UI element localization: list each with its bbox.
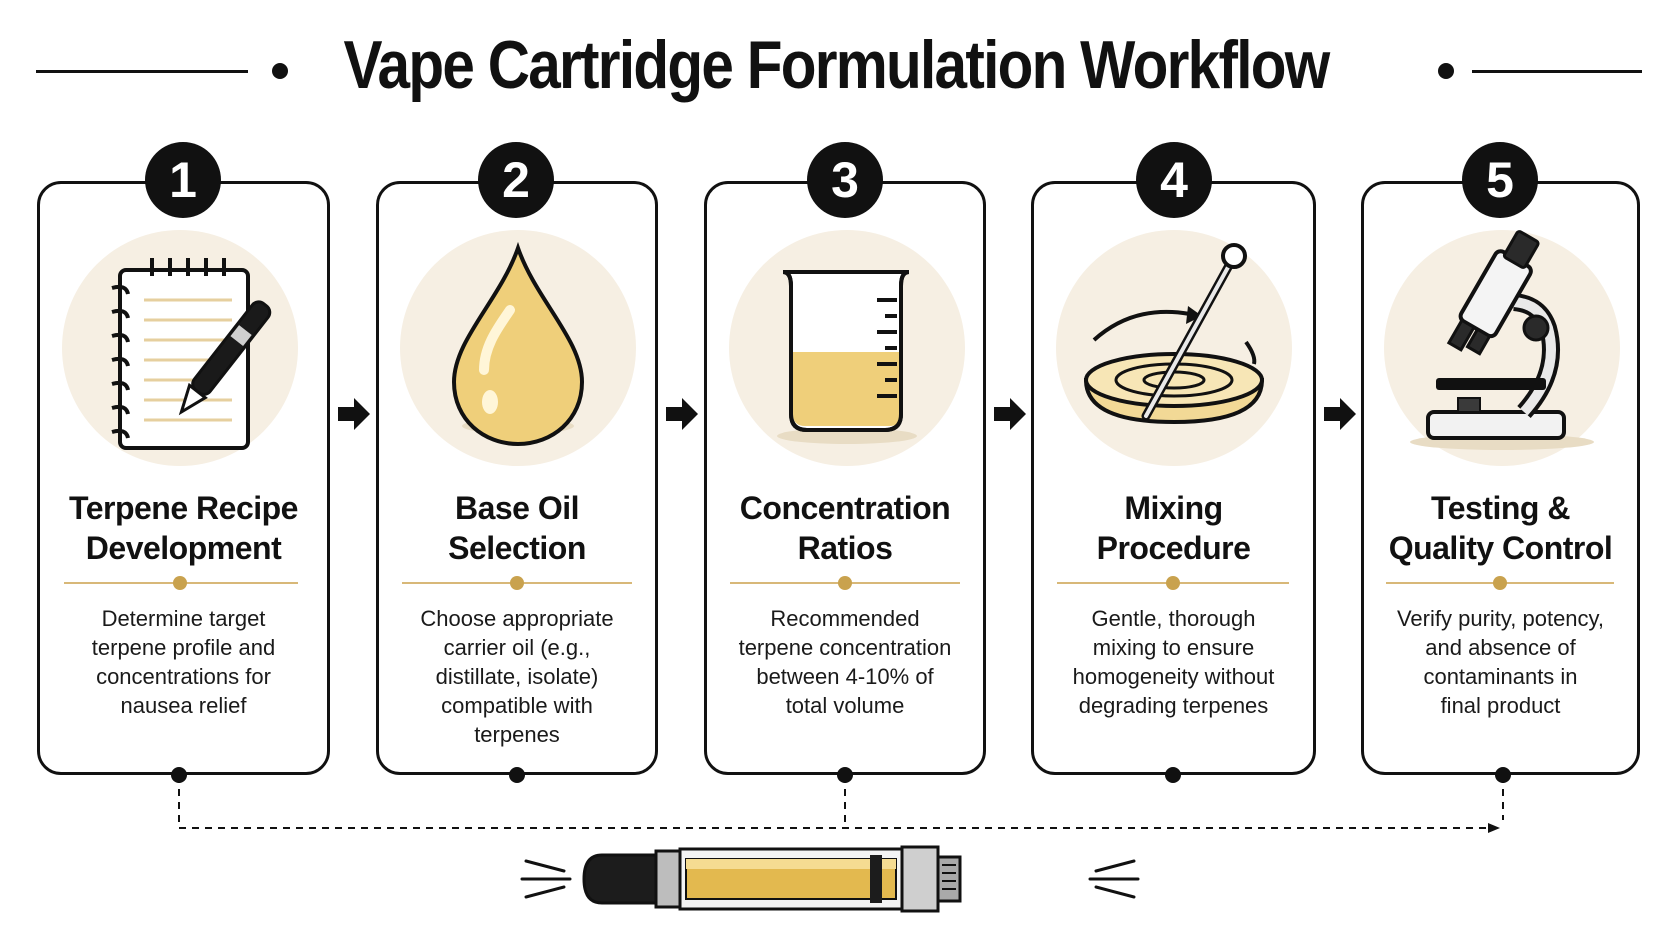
step-title-3: Concentration Ratios (704, 488, 986, 568)
step-title-4-line1: Mixing (1124, 490, 1223, 526)
step-title-2: Base Oil Selection (376, 488, 658, 568)
step-desc-1-line: concentrations for (96, 664, 271, 689)
step-divider-dot-1 (173, 576, 187, 590)
step-desc-2-line: distillate, isolate) (435, 664, 599, 689)
step-badge-2: 2 (478, 142, 554, 218)
step-badge-5: 5 (1462, 142, 1538, 218)
step-badge-3: 3 (807, 142, 883, 218)
step-title-1-line1: Terpene Recipe (69, 490, 298, 526)
page-title: Vape Cartridge Formulation Workflow (343, 27, 1331, 103)
beaker-icon (777, 270, 917, 444)
step-badge-1: 1 (145, 142, 221, 218)
step-title-4-line2: Procedure (1096, 530, 1251, 566)
connector-dot-2 (509, 767, 525, 783)
title-line-left (36, 70, 248, 73)
step-title-3-line1: Concentration (739, 490, 951, 526)
step-desc-3-line: total volume (785, 693, 905, 718)
step-desc-1-line: Determine target (101, 606, 266, 631)
arrow-right-icon (338, 398, 370, 430)
connector-dot-5 (1495, 767, 1511, 783)
step-title-2-line1: Base Oil (454, 490, 580, 526)
step-desc-3-line: terpene concentration (738, 635, 952, 660)
arrow-right-icon (1324, 398, 1356, 430)
vape-cartridge-icon (520, 845, 1140, 913)
connector-dot-1 (171, 767, 187, 783)
connector-lines (178, 776, 1504, 833)
step-desc-2: Choose appropriate carrier oil (e.g., di… (384, 604, 650, 749)
step-desc-1-line: terpene profile and (91, 635, 276, 660)
microscope-icon (1410, 230, 1594, 450)
step-title-5: Testing & Quality Control (1361, 488, 1640, 568)
step-divider-dot-2 (510, 576, 524, 590)
title-line-right (1472, 70, 1642, 73)
step-title-5-line1: Testing & (1431, 490, 1570, 526)
step-desc-2-line: compatible with (441, 693, 593, 718)
connector-dot-3 (837, 767, 853, 783)
step-desc-5-line: and absence of (1425, 635, 1576, 660)
arrow-right-icon (994, 398, 1026, 430)
step-desc-5-line: Verify purity, potency, (1396, 606, 1605, 631)
step-divider-dot-5 (1493, 576, 1507, 590)
step-desc-5-line: final product (1440, 693, 1561, 718)
step-desc-5: Verify purity, potency, and absence of c… (1369, 604, 1632, 720)
step-desc-4-line: Gentle, thorough (1091, 606, 1256, 631)
step-title-3-line2: Ratios (797, 530, 893, 566)
step-desc-2-line: terpenes (474, 722, 560, 747)
step-title-1: Terpene Recipe Development (37, 488, 330, 568)
step-desc-4: Gentle, thorough mixing to ensure homoge… (1039, 604, 1308, 720)
title-row: Vape Cartridge Formulation Workflow (0, 20, 1672, 110)
arrow-right-icon (666, 398, 698, 430)
title-dot-left (272, 63, 288, 79)
step-desc-2-line: Choose appropriate (420, 606, 614, 631)
connector-dot-4 (1165, 767, 1181, 783)
step-desc-1: Determine target terpene profile and con… (45, 604, 322, 720)
mixing-bowl-icon (1083, 243, 1265, 425)
title-dot-right (1438, 63, 1454, 79)
step-title-5-line2: Quality Control (1388, 530, 1613, 566)
step-title-2-line2: Selection (448, 530, 586, 566)
step-desc-3-line: between 4-10% of (756, 664, 934, 689)
step-desc-4-line: degrading terpenes (1078, 693, 1269, 718)
oil-drop-icon (451, 241, 585, 447)
step-desc-3: Recommended terpene concentration betwee… (712, 604, 978, 720)
illus-bg-4 (1056, 230, 1292, 466)
step-divider-dot-3 (838, 576, 852, 590)
step-desc-3-line: Recommended (770, 606, 920, 631)
step-desc-4-line: homogeneity without (1072, 664, 1275, 689)
step-badge-4: 4 (1136, 142, 1212, 218)
step-title-1-line2: Development (85, 530, 282, 566)
step-divider-dot-4 (1166, 576, 1180, 590)
notepad-pen-icon (111, 258, 272, 450)
step-desc-5-line: contaminants in (1423, 664, 1578, 689)
step-title-4: Mixing Procedure (1031, 488, 1316, 568)
step-desc-2-line: carrier oil (e.g., (443, 635, 591, 660)
step-desc-1-line: nausea relief (120, 693, 247, 718)
step-desc-4-line: mixing to ensure (1092, 635, 1255, 660)
